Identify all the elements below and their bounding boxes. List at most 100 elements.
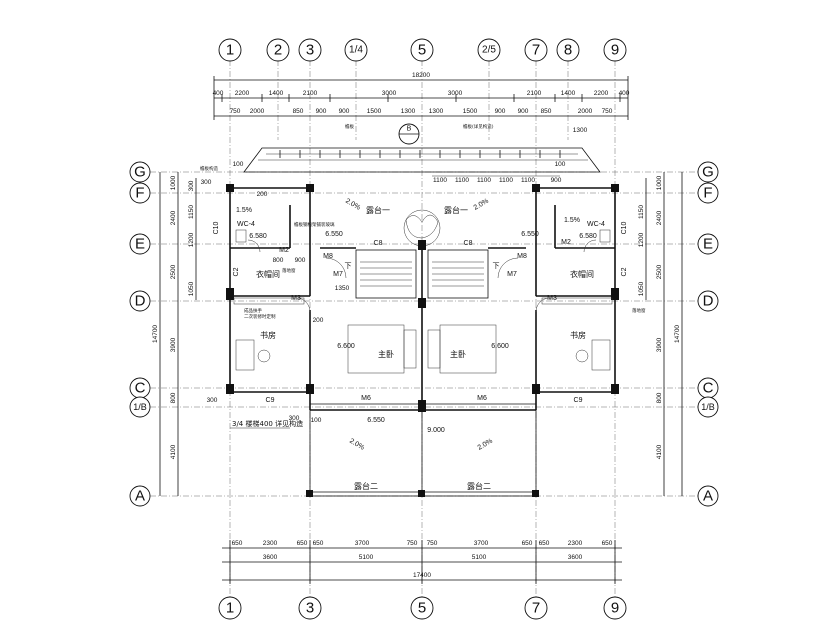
axis-bubble-top-3: 3 <box>298 38 322 62</box>
svg-text:17400: 17400 <box>413 572 431 579</box>
svg-text:5: 5 <box>418 42 426 59</box>
svg-text:200: 200 <box>257 191 268 198</box>
svg-text:1.5%: 1.5% <box>236 207 252 214</box>
svg-text:400: 400 <box>213 90 224 97</box>
row-bubble-left-D: D <box>129 290 151 312</box>
svg-text:A: A <box>135 488 145 505</box>
row-bubble-right-F: F <box>697 182 719 204</box>
svg-text:850: 850 <box>541 108 552 115</box>
room-cloakroom-left: 衣帽间 <box>256 269 280 279</box>
svg-text:300: 300 <box>188 180 195 191</box>
elevation-marks: 6.580 6.580 6.550 6.550 6.550 6.600 6.60… <box>236 198 597 452</box>
room-cloakroom-right: 衣帽间 <box>570 269 594 279</box>
axis-bubble-bottom-7: 7 <box>524 596 548 620</box>
row-bubble-left-F: F <box>129 182 151 204</box>
svg-text:WC-4: WC-4 <box>587 221 605 228</box>
svg-text:900: 900 <box>495 108 506 115</box>
svg-text:100: 100 <box>555 161 566 168</box>
svg-text:1200: 1200 <box>638 232 645 247</box>
svg-text:650: 650 <box>232 540 243 547</box>
svg-text:7: 7 <box>532 42 540 59</box>
svg-text:9: 9 <box>611 42 619 59</box>
svg-text:18200: 18200 <box>412 72 430 79</box>
svg-text:750: 750 <box>602 108 613 115</box>
svg-text:C10: C10 <box>621 221 628 234</box>
svg-text:2.0%: 2.0% <box>473 198 490 212</box>
svg-text:6.580: 6.580 <box>579 233 597 240</box>
room-labels: 露台一 露台一 衣帽间 衣帽间 书房 书房 主卧 主卧 露台二 露台二 <box>256 205 594 491</box>
svg-text:B: B <box>407 126 412 133</box>
svg-text:6.600: 6.600 <box>491 343 509 350</box>
svg-text:C9: C9 <box>266 397 275 404</box>
svg-text:1/B: 1/B <box>701 402 715 412</box>
row-bubble-left-1B: 1/B <box>129 396 151 418</box>
svg-text:3: 3 <box>306 42 314 59</box>
svg-text:6.600: 6.600 <box>337 343 355 350</box>
bottom-axis-bubbles: 1 3 5 7 9 <box>218 596 627 620</box>
row-bubble-right-G: G <box>697 161 719 183</box>
svg-text:1500: 1500 <box>367 108 382 115</box>
room-terrace1-right: 露台一 <box>444 205 468 215</box>
svg-text:3700: 3700 <box>355 540 370 547</box>
room-terrace2-left: 露台二 <box>354 481 378 491</box>
svg-text:C9: C9 <box>574 397 583 404</box>
eave-canopy: B 檐板 檐板(详见构造) 檐板构造 <box>200 123 601 173</box>
svg-text:3600: 3600 <box>568 554 583 561</box>
svg-text:1050: 1050 <box>188 281 195 296</box>
svg-text:800: 800 <box>273 257 284 264</box>
svg-text:M3: M3 <box>547 295 557 302</box>
svg-text:E: E <box>135 236 145 253</box>
svg-text:1200: 1200 <box>188 232 195 247</box>
svg-text:1400: 1400 <box>269 90 284 97</box>
svg-text:F: F <box>703 185 712 202</box>
svg-text:3/4 楼梯400 详见构造: 3/4 楼梯400 详见构造 <box>232 419 303 428</box>
svg-text:下: 下 <box>493 262 500 270</box>
svg-text:800: 800 <box>656 392 663 403</box>
svg-text:6.550: 6.550 <box>521 231 539 238</box>
svg-text:M6: M6 <box>361 395 371 402</box>
svg-text:1050: 1050 <box>638 281 645 296</box>
svg-text:1.5%: 1.5% <box>564 217 580 224</box>
svg-text:M8: M8 <box>323 253 333 260</box>
svg-text:9.000: 9.000 <box>427 427 445 434</box>
svg-text:650: 650 <box>522 540 533 547</box>
svg-text:C: C <box>703 380 714 397</box>
svg-text:D: D <box>135 293 146 310</box>
svg-text:2400: 2400 <box>656 210 663 225</box>
grid-lines <box>150 60 712 598</box>
room-study-right: 书房 <box>570 330 586 340</box>
row-bubble-right-A: A <box>697 485 719 507</box>
svg-text:3700: 3700 <box>474 540 489 547</box>
svg-text:300: 300 <box>289 415 300 422</box>
row-bubble-right-D: D <box>697 290 719 312</box>
svg-text:100: 100 <box>311 417 322 424</box>
svg-text:3600: 3600 <box>263 554 278 561</box>
axis-bubble-top-7: 7 <box>524 38 548 62</box>
svg-text:M7: M7 <box>333 271 343 278</box>
svg-text:2300: 2300 <box>568 540 583 547</box>
svg-text:A: A <box>703 488 713 505</box>
svg-text:400: 400 <box>619 90 630 97</box>
svg-text:1: 1 <box>226 600 234 617</box>
svg-text:6.550: 6.550 <box>325 231 343 238</box>
row-bubble-right-C: C <box>697 377 719 399</box>
left-row-bubbles: G F E D C 1/B A <box>129 161 151 507</box>
axis-bubble-top-2-5: 2/5 <box>477 38 501 62</box>
svg-text:1000: 1000 <box>170 175 177 190</box>
svg-text:1100: 1100 <box>477 177 491 184</box>
svg-text:1500: 1500 <box>463 108 478 115</box>
svg-text:2.0%: 2.0% <box>344 198 361 212</box>
svg-text:750: 750 <box>427 540 438 547</box>
svg-text:5: 5 <box>418 600 426 617</box>
svg-text:3000: 3000 <box>382 90 397 97</box>
svg-text:14700: 14700 <box>152 325 159 343</box>
svg-text:C10: C10 <box>213 221 220 234</box>
svg-text:1000: 1000 <box>656 175 663 190</box>
svg-text:G: G <box>702 164 714 181</box>
svg-text:6.550: 6.550 <box>367 417 385 424</box>
svg-text:成品扶手: 成品扶手 <box>244 307 262 314</box>
svg-text:6.580: 6.580 <box>249 233 267 240</box>
svg-text:900: 900 <box>339 108 350 115</box>
svg-text:900: 900 <box>295 257 306 264</box>
